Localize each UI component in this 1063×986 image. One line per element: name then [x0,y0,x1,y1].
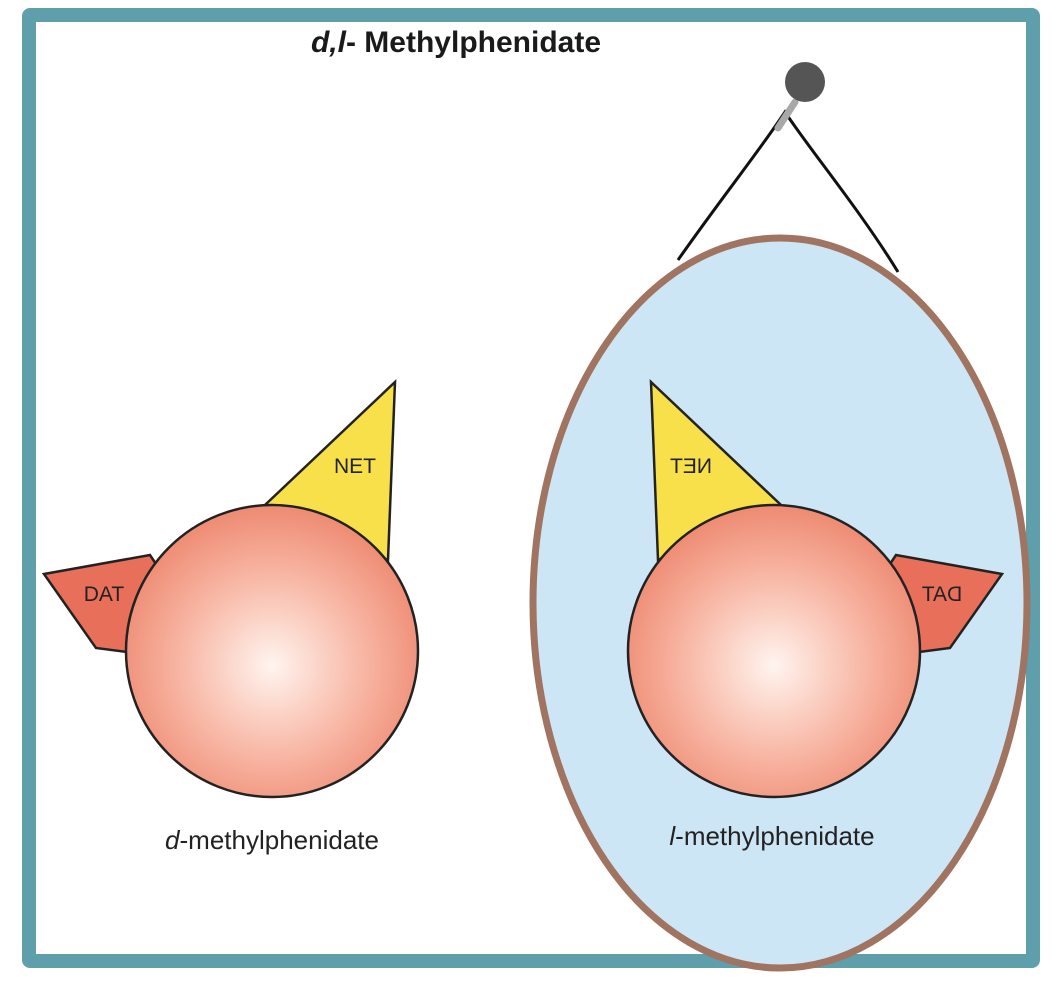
dat-label-left: DAT [84,583,125,606]
net-label-left: NET [334,455,376,478]
l-methylphenidate-label: l-methylphenidate [669,821,874,851]
d-methylphenidate-model: NET DAT d-methylphenidate [44,382,418,855]
d-methylphenidate-label: d-methylphenidate [165,825,379,855]
sphere-left [126,505,418,797]
pin-head-icon [785,62,825,102]
net-label-right: NET [670,455,712,478]
sphere-right [628,505,920,797]
dat-label-right: DAT [922,583,963,606]
diagram-title: d,l- Methylphenidate [311,26,601,59]
